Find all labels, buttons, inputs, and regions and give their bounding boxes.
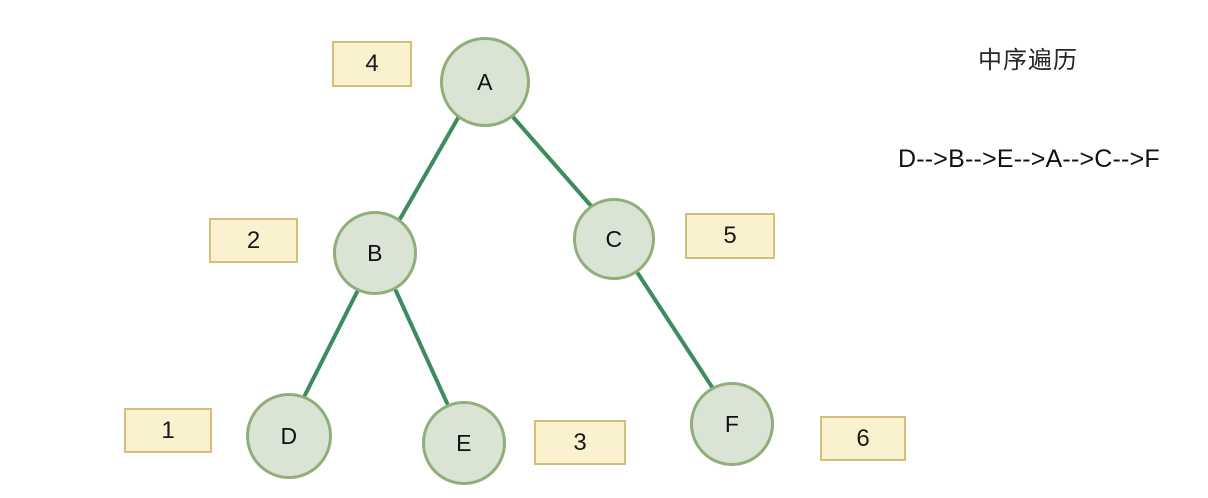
tree-node-label: E	[456, 429, 472, 456]
tree-node-label: C	[605, 225, 623, 252]
order-label-b: 2	[209, 218, 298, 263]
tree-node-label: B	[367, 239, 383, 266]
order-label-value: 4	[365, 50, 379, 77]
tree-node-b[interactable]: B	[333, 211, 417, 295]
tree-node-c[interactable]: C	[573, 198, 655, 280]
tree-node-a[interactable]: A	[440, 37, 530, 127]
order-label-value: 6	[856, 424, 870, 452]
tree-node-label: D	[280, 422, 298, 449]
order-label-c: 5	[685, 213, 775, 259]
order-label-value: 1	[161, 416, 175, 444]
order-label-d: 1	[124, 408, 212, 453]
tree-node-label: A	[477, 68, 493, 95]
tree-edge-a-b	[398, 116, 460, 221]
order-label-value: 2	[246, 226, 261, 254]
order-label-f: 6	[820, 416, 906, 461]
traversal-title: 中序遍历	[978, 47, 1078, 74]
tree-edge-a-c	[511, 115, 594, 209]
order-label-value: 5	[723, 222, 737, 249]
order-label-e: 3	[534, 420, 626, 465]
traversal-sequence: D-->B-->E-->A-->C-->F	[898, 145, 1160, 173]
order-label-value: 3	[573, 428, 587, 456]
tree-edge-b-d	[303, 290, 359, 397]
order-label-a: 4	[332, 41, 412, 87]
tree-edge-c-f	[635, 270, 714, 389]
tree-edge-b-e	[394, 289, 449, 405]
tree-node-label: F	[724, 410, 740, 437]
tree-node-e[interactable]: E	[422, 401, 506, 485]
edges-group	[303, 115, 714, 405]
tree-node-f[interactable]: F	[690, 382, 774, 466]
tree-node-d[interactable]: D	[246, 393, 332, 479]
